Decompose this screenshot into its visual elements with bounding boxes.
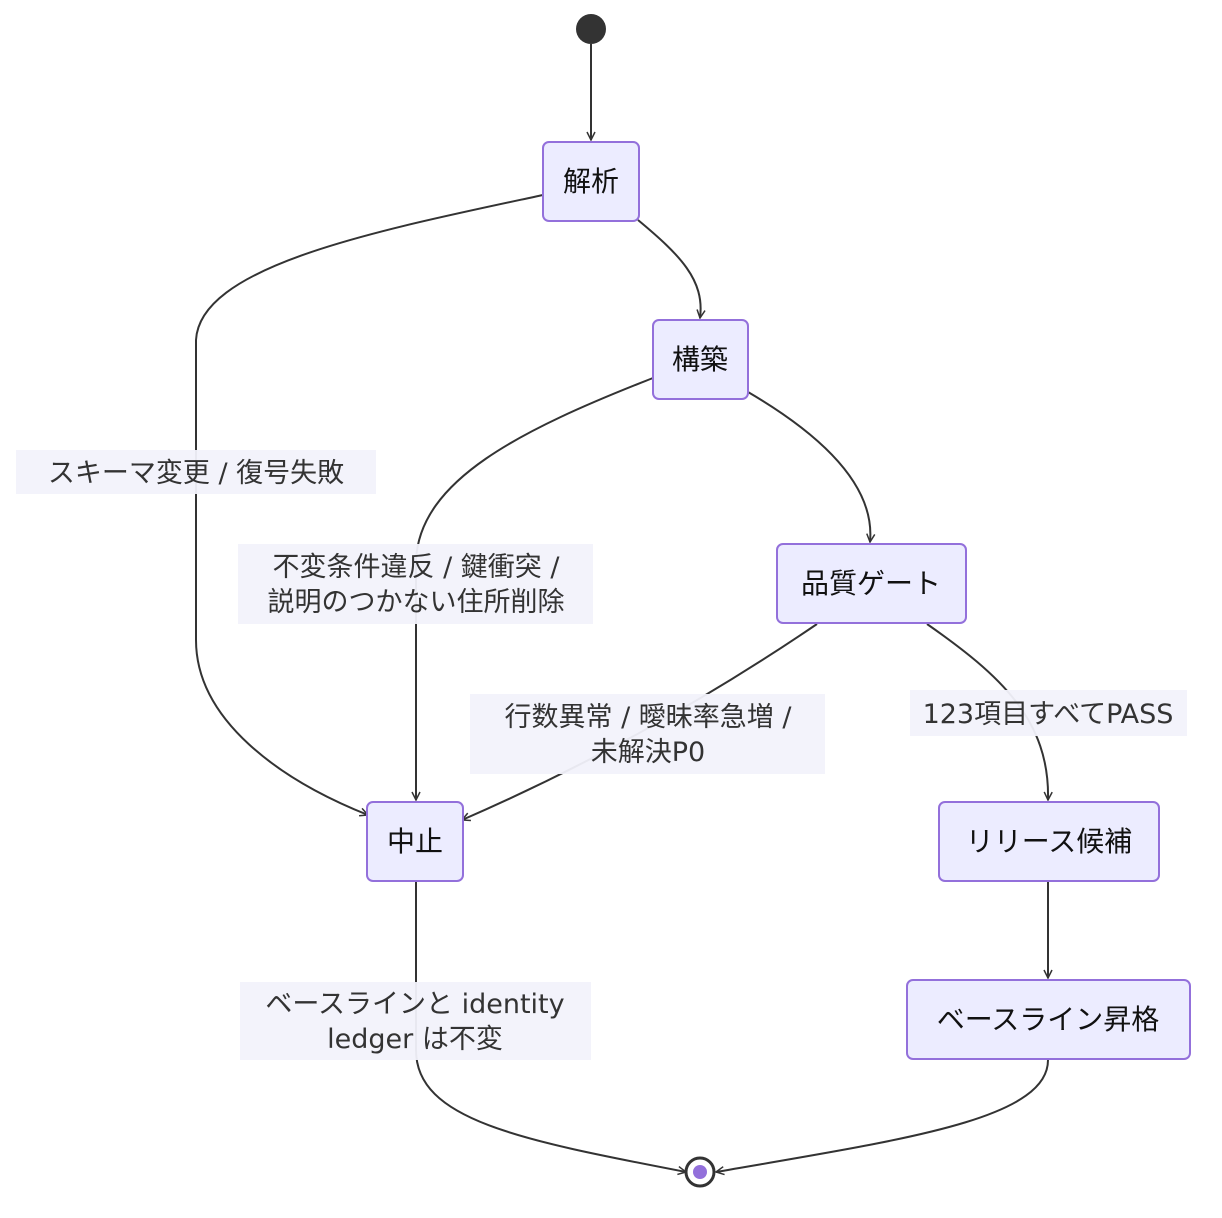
state-node-baseline-shoukaku[interactable]: ベースライン昇格	[906, 979, 1191, 1060]
state-label: 解析	[563, 165, 619, 198]
state-label: 構築	[672, 343, 728, 376]
label-text: 未解決P0	[591, 737, 705, 768]
label-text: 行数異常 / 曖昧率急増 /	[505, 702, 793, 733]
label-text: ベースラインと identity	[265, 989, 564, 1020]
edge-label-chuushi-to-end: ベースラインと identity ledger は不変	[240, 982, 591, 1060]
edge-kouchiku-to-gate	[747, 391, 870, 542]
edge-kaiseki-to-kouchiku	[637, 219, 701, 318]
state-label: 中止	[387, 825, 443, 858]
state-node-kaiseki[interactable]: 解析	[542, 141, 640, 222]
label-text: 不変条件違反 / 鍵衝突 /	[273, 552, 561, 583]
state-node-chuushi[interactable]: 中止	[366, 801, 464, 882]
edge-label-kaiseki-to-chuushi: スキーマ変更 / 復号失敗	[16, 450, 376, 494]
label-text: スキーマ変更 / 復号失敗	[48, 458, 344, 489]
state-node-hinshitsu-gate[interactable]: 品質ゲート	[776, 543, 967, 624]
state-label: ベースライン昇格	[937, 1003, 1160, 1036]
edge-label-kouchiku-to-chuushi: 不変条件違反 / 鍵衝突 / 説明のつかない住所削除	[238, 544, 593, 624]
label-text: 123項目すべてPASS	[923, 699, 1174, 730]
edge-label-gate-to-chuushi: 行数異常 / 曖昧率急増 / 未解決P0	[470, 694, 825, 774]
state-label: リリース候補	[966, 825, 1133, 858]
edge-kouchiku-to-chuushi	[416, 377, 654, 800]
edge-kaiseki-to-chuushi	[195, 194, 544, 815]
edge-label-gate-to-release: 123項目すべてPASS	[910, 690, 1187, 736]
state-node-release-kouho[interactable]: リリース候補	[938, 801, 1160, 882]
end-state	[684, 1156, 716, 1188]
edge-chuushi-to-end	[415, 882, 686, 1172]
state-node-kouchiku[interactable]: 構築	[652, 319, 749, 400]
label-text: ledger は不変	[327, 1024, 503, 1055]
start-state	[576, 14, 606, 44]
state-label: 品質ゲート	[801, 567, 941, 600]
label-text: 説明のつかない住所削除	[268, 587, 565, 618]
edge-baseline-to-end	[716, 1059, 1049, 1172]
